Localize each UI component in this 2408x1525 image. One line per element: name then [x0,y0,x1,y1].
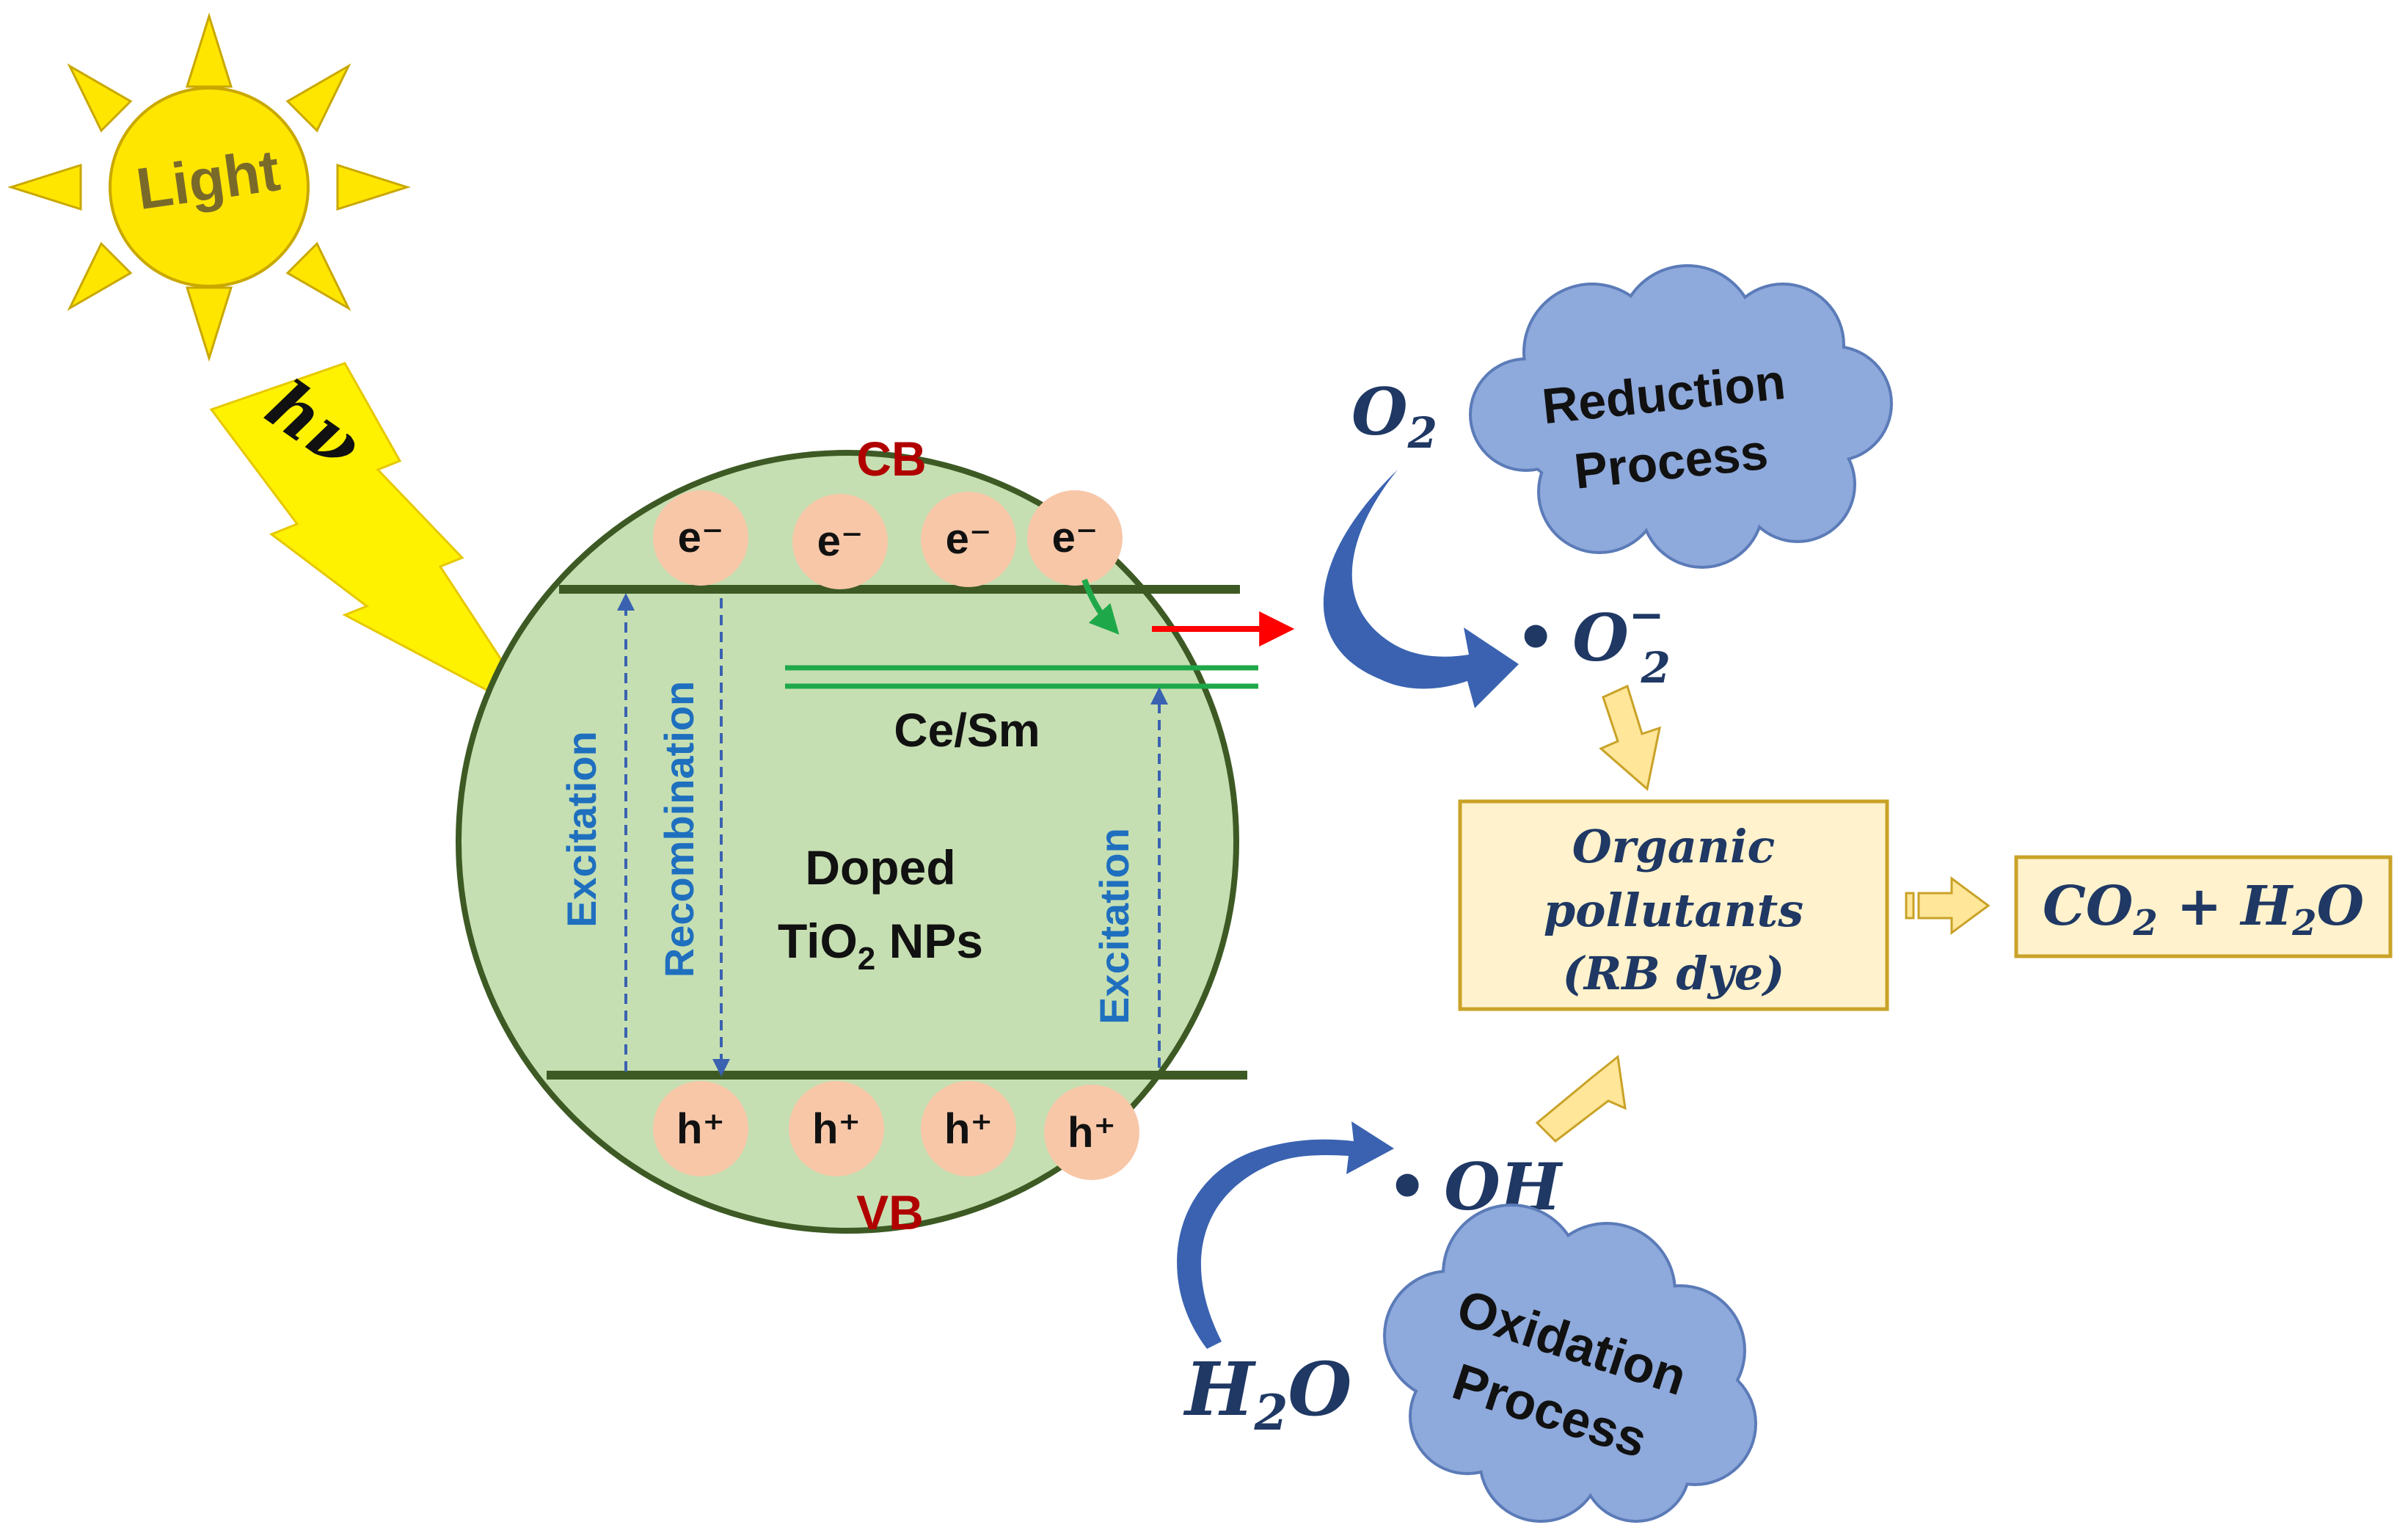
electron-4: e⁻ [1052,514,1098,561]
cb-label: CB [856,432,926,486]
excitation-left-label: Excitation [558,731,605,928]
electron-1: e⁻ [678,514,724,561]
dopant-level [785,665,1258,689]
recombination-label: Recombination [656,681,702,978]
doped-label-line1: Doped [805,840,955,895]
superoxide-radical: •O−2 [1515,590,1671,693]
pollutant-line1: Organic [1572,820,1776,873]
sun-icon [7,12,411,363]
hole-1: h⁺ [676,1105,725,1153]
oxidation-cloud-icon [1383,1204,1757,1523]
down-block-arrow-icon [1599,684,1661,791]
reduction-curved-arrow-icon [1323,470,1519,708]
pollutant-line3: (RB dye) [1562,947,1784,1000]
hole-3: h⁺ [944,1105,993,1153]
electrons [653,490,1123,589]
pollutant-box [1458,799,1889,1011]
products-box [2014,855,2393,958]
doped-label-line2: TiO2 NPs [778,914,983,977]
right-block-arrow-icon [1905,876,1991,935]
excitation-right-label: Excitation [1091,828,1137,1024]
vb-label: VB [856,1185,924,1240]
hole-2: h⁺ [812,1105,861,1153]
o2-label: O2 [1351,374,1437,458]
up-block-arrow-icon [1535,1055,1627,1143]
holes [653,1081,1139,1180]
oxidation-curved-arrow-icon [1177,1121,1394,1349]
dopant-label: Ce/Sm [894,704,1040,757]
electron-2: e⁻ [817,517,864,565]
hole-4: h⁺ [1068,1109,1116,1157]
lightning-icon [209,362,541,719]
pollutant-line2: pollutants [1544,884,1803,937]
products-label: CO2 + H2O [2043,875,2364,944]
h2o-label: H2O [1183,1346,1352,1441]
electron-3: e⁻ [946,515,992,563]
reduction-cloud-icon [1469,264,1893,569]
tio2-particle [456,450,1247,1234]
trap-arrow-icon [1081,578,1120,635]
